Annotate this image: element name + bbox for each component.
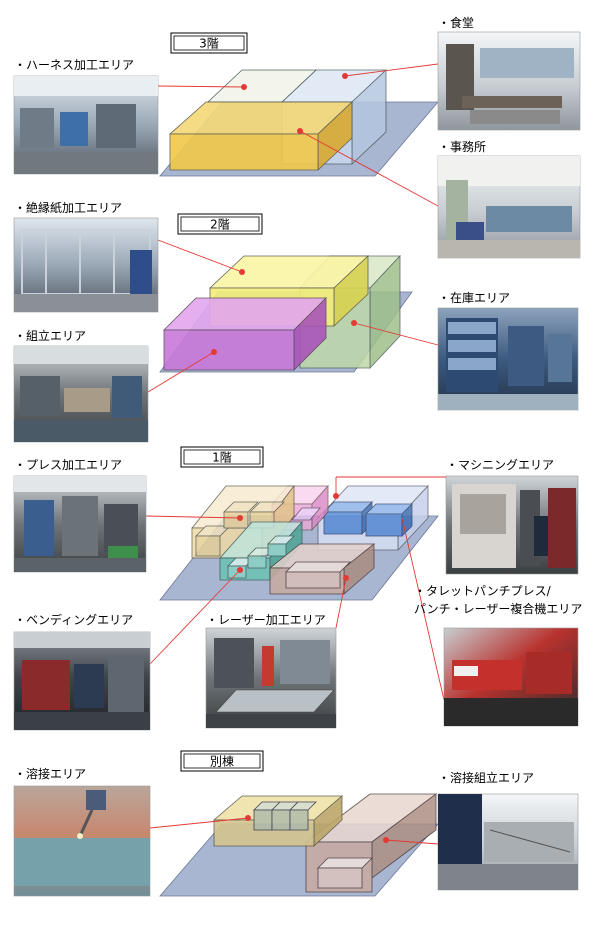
label-laser: ・レーザー加工エリア — [206, 613, 326, 627]
welding-zone — [212, 795, 344, 847]
label-cafeteria: ・食堂 — [438, 15, 474, 30]
label-turret-line1: ・タレットパンチプレス/ — [414, 584, 552, 598]
floor-label-annex: 別棟 — [180, 750, 264, 772]
label-turret-line2: パンチ・レーザー複合機エリア — [414, 601, 582, 616]
label-welding: ・溶接エリア — [14, 766, 86, 781]
assembly-photo — [13, 345, 149, 443]
bending-photo — [13, 631, 151, 731]
machining-photo — [445, 475, 579, 575]
weld-assembly-photo — [437, 793, 579, 891]
svg-text:別棟: 別棟 — [210, 754, 234, 769]
label-harness: ・ハーネス加工エリア — [14, 58, 134, 72]
cafeteria-photo — [437, 31, 581, 131]
stock-photo — [437, 307, 579, 411]
svg-text:3階: 3階 — [199, 36, 219, 51]
office-photo — [437, 155, 581, 259]
machining-zone — [317, 484, 429, 552]
press-photo — [13, 475, 147, 573]
laser-photo — [205, 627, 337, 729]
floor-3-plan — [159, 69, 439, 177]
label-press: ・プレス加工エリア — [14, 458, 122, 472]
label-assembly: ・組立エリア — [14, 328, 86, 343]
floor-1-plan — [159, 484, 439, 601]
label-weld-assembly: ・溶接組立エリア — [438, 770, 534, 785]
svg-text:2階: 2階 — [210, 217, 230, 232]
label-insulation: ・絶縁紙加工エリア — [14, 200, 122, 215]
weld-assembly-zone — [304, 793, 438, 893]
welding-photo — [13, 785, 151, 897]
label-machining: ・マシニングエリア — [446, 458, 554, 472]
floor-2-plan — [159, 254, 413, 373]
svg-text:1階: 1階 — [212, 450, 232, 465]
assembly-zone — [163, 297, 327, 371]
label-bending: ・ベンディングエリア — [14, 612, 133, 627]
label-stock: ・在庫エリア — [438, 291, 510, 305]
floor-label-1f: 1階 — [180, 446, 264, 468]
turret-zone — [268, 543, 376, 595]
turret-photo — [443, 627, 579, 727]
floor-label-2f: 2階 — [177, 213, 263, 235]
annex-plan — [159, 793, 439, 897]
harness-zone — [168, 101, 354, 171]
harness-photo — [13, 75, 159, 175]
label-office: ・事務所 — [438, 140, 486, 154]
floor-label-3f: 3階 — [170, 32, 248, 54]
insulation-photo — [13, 217, 159, 313]
connector-lines — [145, 63, 448, 845]
